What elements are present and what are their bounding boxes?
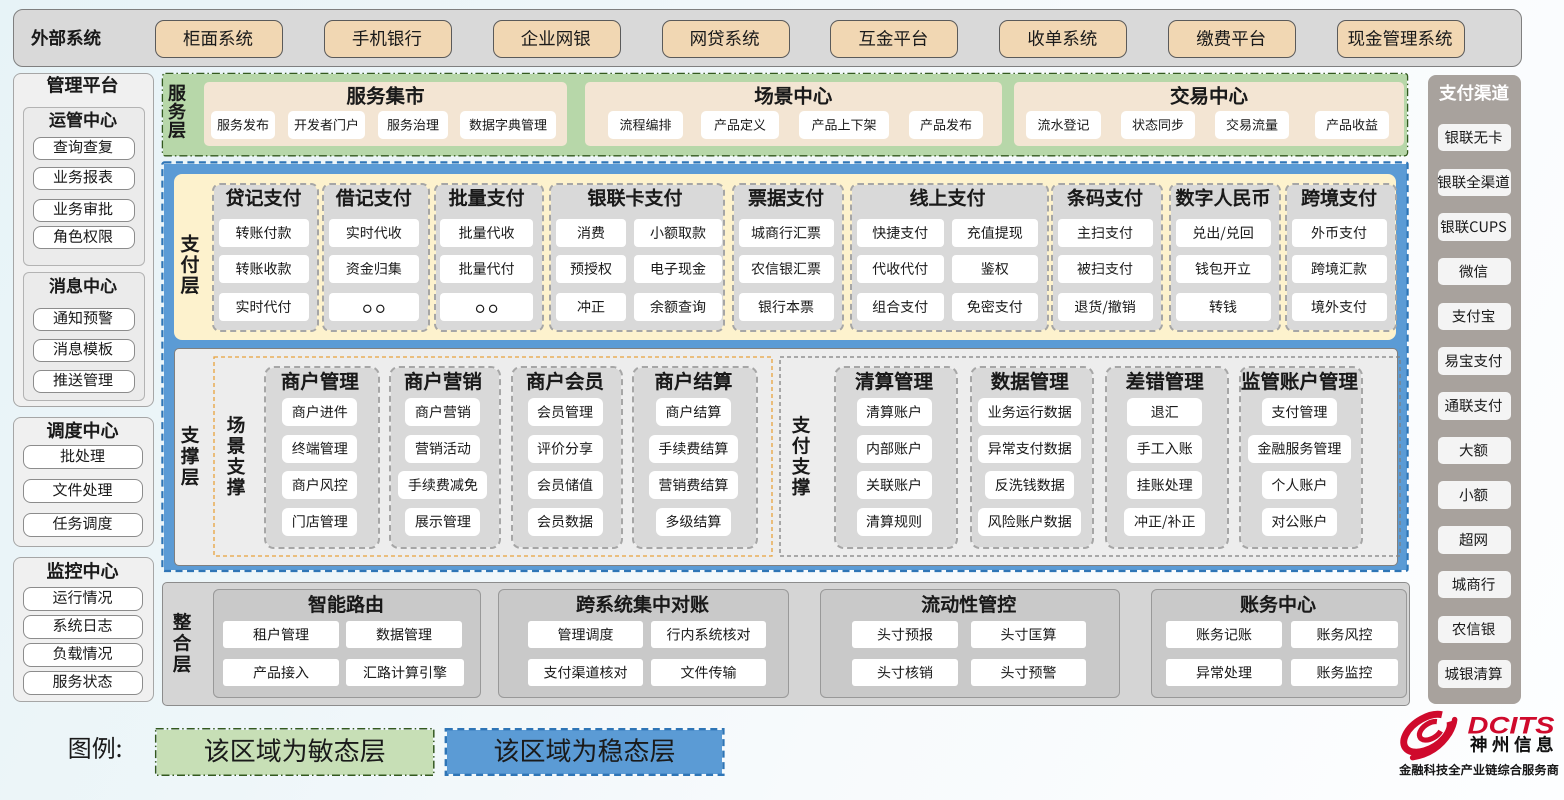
svg-text:DCITS: DCITS: [1468, 713, 1556, 740]
